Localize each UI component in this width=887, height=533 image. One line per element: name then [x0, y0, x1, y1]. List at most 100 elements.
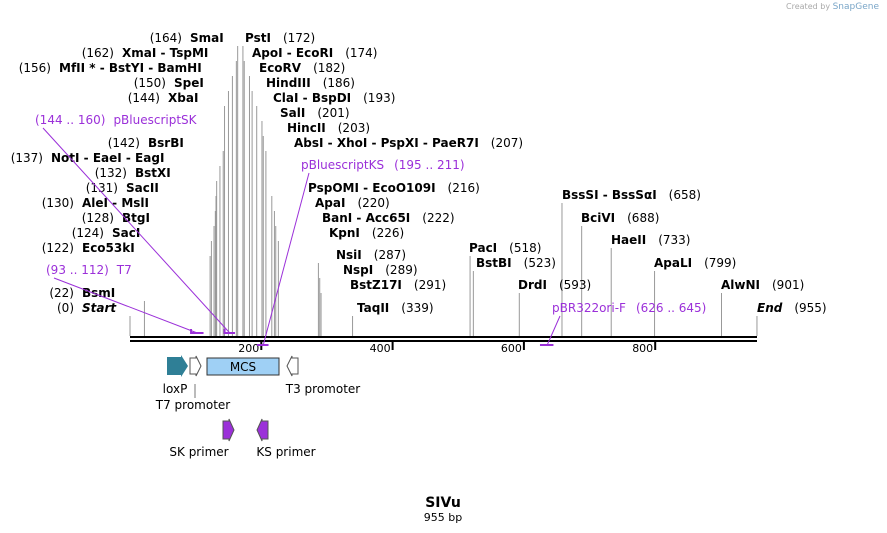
site-position: (22)	[49, 286, 74, 300]
site-noti-eaei-eagi[interactable]: NotI - EaeI - EagI(137)	[11, 151, 165, 165]
tick-label: 200	[238, 342, 259, 355]
site-haeii[interactable]: HaeII(733)	[611, 233, 691, 247]
site-name: EcoRV	[259, 61, 302, 75]
site-name: PspOMI - EcoO109I	[308, 181, 436, 195]
site-position: (186)	[323, 76, 355, 90]
site-name: KpnI	[329, 226, 360, 240]
site-name: SpeI	[174, 76, 204, 90]
site-apoi-ecori[interactable]: ApoI - EcoRI(174)	[252, 46, 377, 60]
feature-ks-primer[interactable]: KS primer	[256, 418, 316, 459]
feature-sk-primer[interactable]: SK primer	[169, 418, 235, 459]
site-position: (287)	[374, 248, 406, 262]
site-bsmi[interactable]: BsmI(22)	[49, 286, 115, 300]
site-drdi[interactable]: DrdI(593)	[518, 278, 591, 292]
site-bstbi[interactable]: BstBI(523)	[476, 256, 556, 270]
site-hindiii[interactable]: HindIII(186)	[266, 76, 355, 90]
site-position: (130)	[42, 196, 74, 210]
loxp-label: loxP	[163, 382, 188, 396]
site-ecorv[interactable]: EcoRV(182)	[259, 61, 345, 75]
site-sali[interactable]: SalI(201)	[280, 106, 350, 120]
site-name: NspI	[343, 263, 373, 277]
primer-range: (93 .. 112)	[46, 263, 109, 277]
site-eco53ki[interactable]: Eco53kI(122)	[42, 241, 135, 255]
primer-site-pbluescriptks[interactable]: pBluescriptKS(195 .. 211)	[257, 158, 465, 346]
site-bstxi[interactable]: BstXI(132)	[95, 166, 171, 180]
site-position: (291)	[414, 278, 446, 292]
site-position: (142)	[108, 136, 140, 150]
site-psti[interactable]: PstI(172)	[245, 31, 315, 45]
site-position: (955)	[794, 301, 826, 315]
primer-name: pBR322ori-F	[552, 301, 626, 315]
site-start[interactable]: Start(0)	[57, 301, 117, 315]
site-absi-xhoi-pspxi-paer7i[interactable]: AbsI - XhoI - PspXI - PaeR7I(207)	[294, 136, 523, 150]
site-apai[interactable]: ApaI (220)	[315, 196, 390, 210]
site-name: HincII	[287, 121, 326, 135]
site-saci[interactable]: SacI(124)	[72, 226, 141, 240]
site-position: (156)	[19, 61, 51, 75]
site-name: BanI - Acc65I	[322, 211, 410, 225]
primer-site-pbluescriptsk[interactable]: (144 .. 160)pBluescriptSK	[35, 113, 236, 334]
site-end[interactable]: End(955)	[757, 301, 827, 315]
feature-t7-promoter[interactable]: T7 promoter	[155, 355, 231, 412]
sk-primer-label: SK primer	[169, 445, 228, 459]
site-bani-acc65i[interactable]: BanI - Acc65I(222)	[322, 211, 455, 225]
feature-t3-promoter[interactable]: T3 promoter	[285, 355, 361, 396]
site-btgi[interactable]: BtgI(128)	[82, 211, 150, 225]
site-apali[interactable]: ApaLI(799)	[654, 256, 736, 270]
primer-range: (626 .. 645)	[636, 301, 706, 315]
site-name: SmaI	[190, 31, 224, 45]
site-name: ApaI	[315, 196, 345, 210]
primer-range: (195 .. 211)	[394, 158, 464, 172]
site-xmai-tspmi[interactable]: XmaI - TspMI(162)	[82, 46, 209, 60]
site-bstz17i[interactable]: BstZ17I(291)	[350, 278, 446, 292]
mcs-box	[206, 357, 280, 376]
site-name: XbaI	[168, 91, 198, 105]
site-paci[interactable]: PacI(518)	[469, 241, 541, 255]
site-mfii-bstyi-bamhi[interactable]: MfII * - BstYI - BamHI(156)	[19, 61, 202, 75]
primer-site-pbr322ori-f[interactable]: pBR322ori-F (626 .. 645)	[539, 301, 706, 346]
primer-site-t7[interactable]: (93 .. 112)T7	[46, 263, 204, 334]
site-alwni[interactable]: AlwNI(901)	[721, 278, 804, 292]
site-position: (220)	[357, 196, 389, 210]
site-position: (518)	[509, 241, 541, 255]
feature-loxp[interactable]: loxP	[163, 355, 188, 396]
site-bcivi[interactable]: BciVI(688)	[581, 211, 659, 225]
site-labels: Start(0)BsmI(22) Eco53kI(122)SacI(124)Btg…	[11, 31, 827, 315]
loxp-arrow	[167, 355, 188, 377]
site-position: (523)	[524, 256, 556, 270]
credit-prefix: Created by	[786, 2, 831, 11]
site-name: ClaI - BspDI	[273, 91, 351, 105]
primer-binding-mark	[223, 329, 236, 334]
site-position: (193)	[363, 91, 395, 105]
t3-promoter-label: T3 promoter	[285, 382, 361, 396]
site-position: (733)	[658, 233, 690, 247]
site-bsssi-bsss-i[interactable]: BssSI - BssSαI(658)	[562, 188, 701, 202]
site-position: (226)	[372, 226, 404, 240]
feature-mcs[interactable]: MCS	[206, 357, 280, 376]
site-name: BstXI	[135, 166, 171, 180]
site-clai-bspdi[interactable]: ClaI - BspDI (193)	[273, 91, 395, 105]
site-name: NsiI	[336, 248, 362, 262]
site-taqii[interactable]: TaqII (339)	[357, 301, 434, 315]
site-nsii[interactable]: NsiI (287)	[336, 248, 406, 262]
site-nspi[interactable]: NspI(289)	[343, 263, 418, 277]
site-name: SacII	[126, 181, 159, 195]
site-kpni[interactable]: KpnI (226)	[329, 226, 404, 240]
site-xbai[interactable]: XbaI(144)	[128, 91, 199, 105]
site-name: AleI - MslI	[82, 196, 149, 210]
site-smai[interactable]: SmaI(164)	[150, 31, 224, 45]
snapgene-credit: Created by SnapGene	[786, 2, 879, 12]
site-bsrbi[interactable]: BsrBI(142)	[108, 136, 184, 150]
site-position: (339)	[401, 301, 433, 315]
primer-leader	[42, 127, 231, 334]
site-sacii[interactable]: SacII(131)	[86, 181, 159, 195]
site-name: TaqII	[357, 301, 389, 315]
site-hincii[interactable]: HincII(203)	[287, 121, 370, 135]
t3-promoter-arrow	[286, 355, 299, 377]
site-position: (137)	[11, 151, 43, 165]
site-name: AbsI - XhoI - PspXI - PaeR7I	[294, 136, 479, 150]
site-position: (799)	[704, 256, 736, 270]
site-spei[interactable]: SpeI(150)	[134, 76, 204, 90]
site-alei-msli[interactable]: AleI - MslI (130)	[42, 196, 149, 210]
site-pspomi-ecoo109i[interactable]: PspOMI - EcoO109I(216)	[308, 181, 480, 195]
